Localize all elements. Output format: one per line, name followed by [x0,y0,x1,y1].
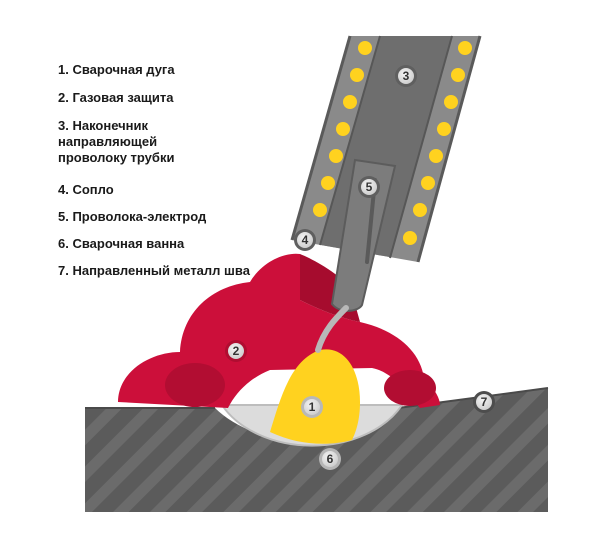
marker-1: 1 [301,396,323,418]
legend-item-weld-pool: 6. Сварочная ванна [58,236,185,251]
marker-6: 6 [319,448,341,470]
svg-text:4: 4 [302,233,309,247]
legend-item-contact-tip-line-3: проволоку трубки [58,150,175,165]
legend-item-contact-tip-line-2: направляющей [58,134,158,149]
svg-text:7: 7 [481,395,488,409]
marker-2: 2 [225,340,247,362]
svg-text:1: 1 [309,400,316,414]
legend-item-wire-electrode: 5. Проволока-электрод [58,209,207,224]
marker-5: 5 [358,176,380,198]
legend-item-weld-metal: 7. Направленный металл шва [58,263,250,278]
legend-item-gas-shield: 2. Газовая защита [58,90,174,105]
svg-text:3: 3 [403,69,410,83]
legend-item-contact-tip: 3. Наконечник направляющей проволоку тру… [58,118,278,166]
legend-item-welding-arc: 1. Сварочная дуга [58,62,175,77]
nozzle-holes-right [403,41,472,245]
legend-item-nozzle: 4. Сопло [58,182,114,197]
legend-item-contact-tip-line-1: 3. Наконечник [58,118,149,133]
base-metal [85,387,549,512]
wire-electrode [315,305,349,353]
svg-text:6: 6 [327,452,334,466]
svg-text:5: 5 [366,180,373,194]
nozzle-holes-left [313,41,372,217]
legend: 1. Сварочная дуга 2. Газовая защита 3. Н… [58,62,278,279]
marker-3: 3 [395,65,417,87]
nozzle [290,35,482,263]
marker-4: 4 [294,229,316,251]
marker-7: 7 [473,391,495,413]
svg-text:2: 2 [233,344,240,358]
